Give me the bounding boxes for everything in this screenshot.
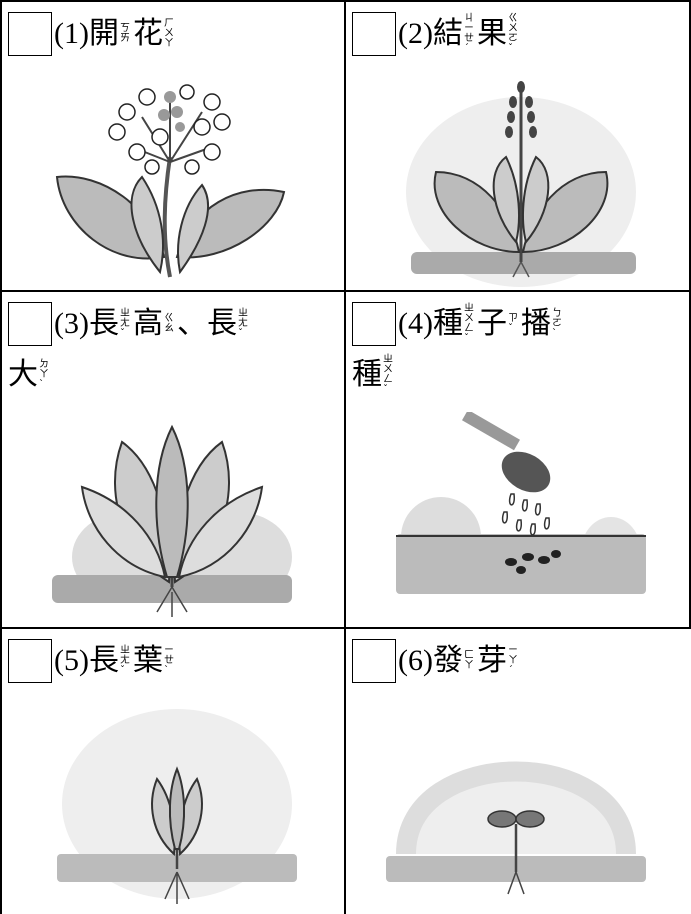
cell-3-char-5: 大	[8, 357, 38, 392]
tall-plant-icon	[52, 424, 292, 617]
cell-1-char-1: 開	[88, 16, 119, 51]
cell-3-char-1: 長	[88, 306, 119, 341]
cell-3-char-2: 高	[132, 306, 163, 341]
cell-3-char-4: 長	[206, 306, 237, 341]
cell-6-char-1: 發	[432, 643, 463, 678]
cell-2-char-2: 果	[476, 16, 507, 51]
cell-6-number: (6)	[398, 644, 433, 677]
answer-box-2[interactable]	[352, 12, 396, 56]
cell-2-number: (2)	[398, 17, 433, 50]
fruiting-plant-icon	[406, 81, 636, 287]
answer-box-1[interactable]	[8, 12, 52, 56]
flowering-plant-icon	[55, 84, 286, 278]
cell-5-char-1: 長	[88, 643, 119, 678]
cell-6-zhuyin-1: ㄈㄚ	[463, 650, 474, 671]
cell-1-zhuyin-1: ㄎㄞ	[119, 23, 130, 44]
cell-4-char-2: 子	[476, 306, 507, 341]
grid-line-middle	[344, 0, 346, 914]
cell-1-char-2: 花	[132, 16, 163, 51]
cell-4-char-1: 種	[432, 306, 463, 341]
sowing-seeds-icon	[396, 412, 646, 594]
answer-box-3[interactable]	[8, 302, 52, 346]
sprout-icon	[386, 761, 646, 895]
cell-1-number: (1)	[54, 17, 89, 50]
cell-1-zhuyin-2: ㄏㄨㄚ	[163, 18, 174, 49]
answer-box-6[interactable]	[352, 639, 396, 683]
grid-line-right	[689, 0, 691, 627]
leafy-seedling-icon	[57, 709, 297, 904]
cell-5-number: (5)	[54, 644, 89, 677]
grid-line-left	[0, 0, 2, 914]
answer-box-4[interactable]	[352, 302, 396, 346]
cell-3-char-3: 、	[176, 306, 207, 341]
cell-3-number: (3)	[54, 307, 89, 340]
cell-1-label: (1) 開 ㄎㄞ 花 ㄏㄨㄚ	[8, 12, 177, 56]
cell-5-char-2: 葉	[132, 643, 163, 678]
cell-1: (1) 開 ㄎㄞ 花 ㄏㄨㄚ	[2, 2, 344, 290]
cell-4-char-4: 種	[352, 357, 382, 392]
cell-6-char-2: 芽	[476, 643, 507, 678]
cell-2-char-1: 結	[432, 16, 463, 51]
answer-box-5[interactable]	[8, 639, 52, 683]
cell-4-char-3: 播	[520, 306, 551, 341]
cell-3-zhuyin-2: ㄍㄠ	[163, 313, 174, 334]
cell-4-number: (4)	[398, 307, 433, 340]
